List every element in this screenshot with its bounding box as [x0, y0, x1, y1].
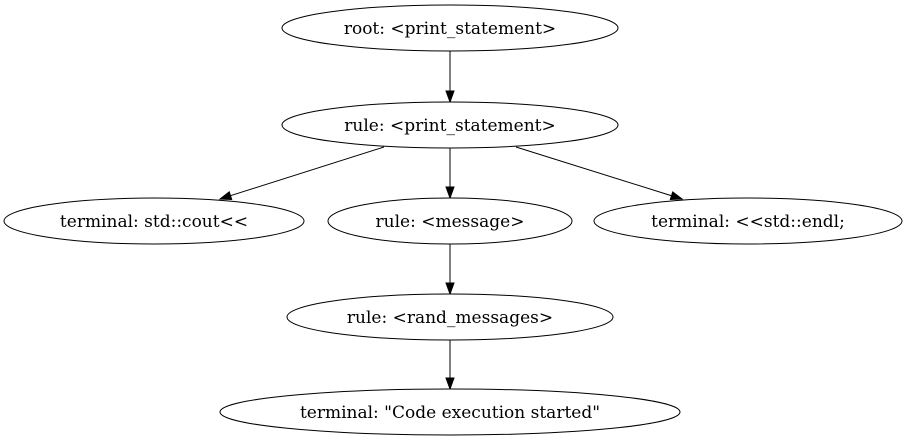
node-terminal-std-endl: terminal: <<std::endl; — [593, 197, 903, 245]
node-label: rule: <rand_messages> — [347, 308, 553, 328]
node-terminal-std-cout: terminal: std::cout<< — [3, 197, 305, 245]
node-label: terminal: <<std::endl; — [651, 212, 845, 232]
node-rule-message: rule: <message> — [327, 197, 573, 245]
edges-layer — [218, 51, 684, 391]
arrowhead — [445, 377, 455, 391]
edge-rand-messages-to-terminal — [445, 340, 455, 391]
node-rule-rand-messages: rule: <rand_messages> — [286, 293, 614, 341]
node-label: rule: <print_statement> — [344, 116, 555, 136]
edge-root-to-print-statement — [445, 51, 455, 104]
arrowhead — [669, 191, 684, 201]
edge-print-statement-to-endl — [515, 146, 684, 201]
edge-print-statement-to-cout — [218, 146, 385, 201]
arrowhead — [445, 90, 455, 104]
node-root-print-statement: root: <print_statement> — [281, 4, 619, 52]
node-rule-print-statement: rule: <print_statement> — [281, 101, 619, 149]
node-terminal-code-execution-started: terminal: "Code execution started" — [219, 388, 681, 436]
node-label: terminal: std::cout<< — [60, 212, 248, 232]
node-label: terminal: "Code execution started" — [300, 403, 600, 423]
edge-line — [515, 146, 672, 197]
edge-line — [230, 146, 385, 197]
arrowhead — [445, 186, 455, 200]
edge-print-statement-to-message — [445, 148, 455, 200]
arrowhead — [445, 282, 455, 296]
node-label: root: <print_statement> — [344, 19, 556, 39]
edge-message-to-rand-messages — [445, 244, 455, 296]
arrowhead — [218, 191, 233, 201]
nodes-layer: root: <print_statement> rule: <print_sta… — [3, 4, 903, 436]
node-label: rule: <message> — [376, 212, 525, 232]
